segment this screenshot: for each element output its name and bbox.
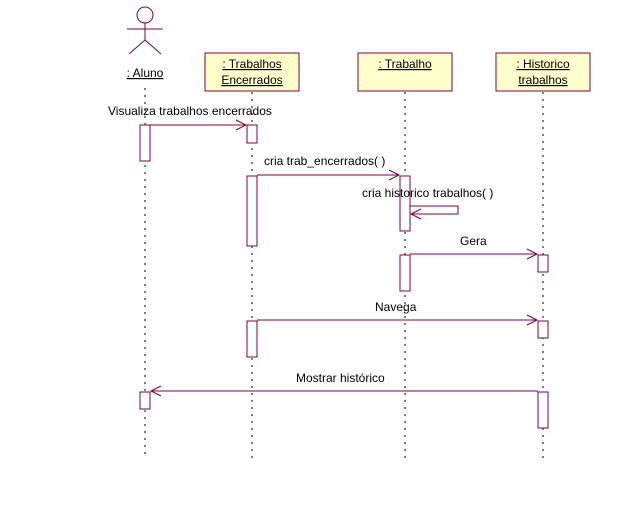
arrowhead-icon xyxy=(526,314,539,326)
message-cria-historico-trabalhos: cria historico trabalhos( ) xyxy=(362,186,493,220)
object-trabalho: : Trabalho xyxy=(357,52,453,92)
object-historico-trabalhos-label-line2: trabalhos xyxy=(518,73,567,87)
message-mostrar-historico: Mostrar histórico xyxy=(149,371,538,397)
activation-aluno-1 xyxy=(139,124,151,162)
object-trabalhos-encerrados-label-line1: : Trabalhos xyxy=(222,57,281,71)
message-label: Mostrar histórico xyxy=(296,371,385,385)
arrowhead-icon xyxy=(235,119,248,131)
actor-aluno-label: : Aluno xyxy=(127,66,164,80)
object-trabalhos-encerrados-label-line2: Encerrados xyxy=(221,73,282,87)
message-label: Navega xyxy=(375,300,417,314)
object-trabalhos-encerrados: : Trabalhos Encerrados xyxy=(204,52,300,92)
activation-trabalhos-encerrados-1 xyxy=(246,124,258,144)
object-historico-trabalhos-label-line1: : Historico xyxy=(516,57,570,71)
arrowhead-icon xyxy=(388,169,401,181)
activation-trabalhos-encerrados-3 xyxy=(246,320,258,358)
message-visualiza-trabalhos-encerrados: Visualiza trabalhos encerrados xyxy=(108,104,272,131)
message-label: Gera xyxy=(460,234,487,248)
activation-historico-2 xyxy=(537,320,549,339)
arrowhead-icon xyxy=(526,248,539,260)
arrowhead-icon xyxy=(149,385,162,397)
message-label: cria historico trabalhos( ) xyxy=(362,186,493,200)
message-gera: Gera xyxy=(410,234,539,260)
activation-historico-1 xyxy=(537,254,549,273)
message-navega: Navega xyxy=(257,300,539,326)
message-cria-trab-encerrados: cria trab_encerrados( ) xyxy=(257,154,401,181)
activation-aluno-2 xyxy=(139,391,151,410)
activation-trabalho-1 xyxy=(399,175,411,232)
object-historico-trabalhos: : Historico trabalhos xyxy=(495,52,591,92)
message-label: cria trab_encerrados( ) xyxy=(264,154,385,168)
activation-trabalhos-encerrados-2 xyxy=(246,175,258,247)
arrowhead-icon xyxy=(409,208,422,220)
activation-historico-3 xyxy=(537,391,549,429)
object-trabalho-label: : Trabalho xyxy=(378,57,432,71)
message-label: Visualiza trabalhos encerrados xyxy=(108,104,272,118)
actor-stick-figure-icon xyxy=(127,6,163,55)
activation-trabalho-2 xyxy=(399,254,411,292)
